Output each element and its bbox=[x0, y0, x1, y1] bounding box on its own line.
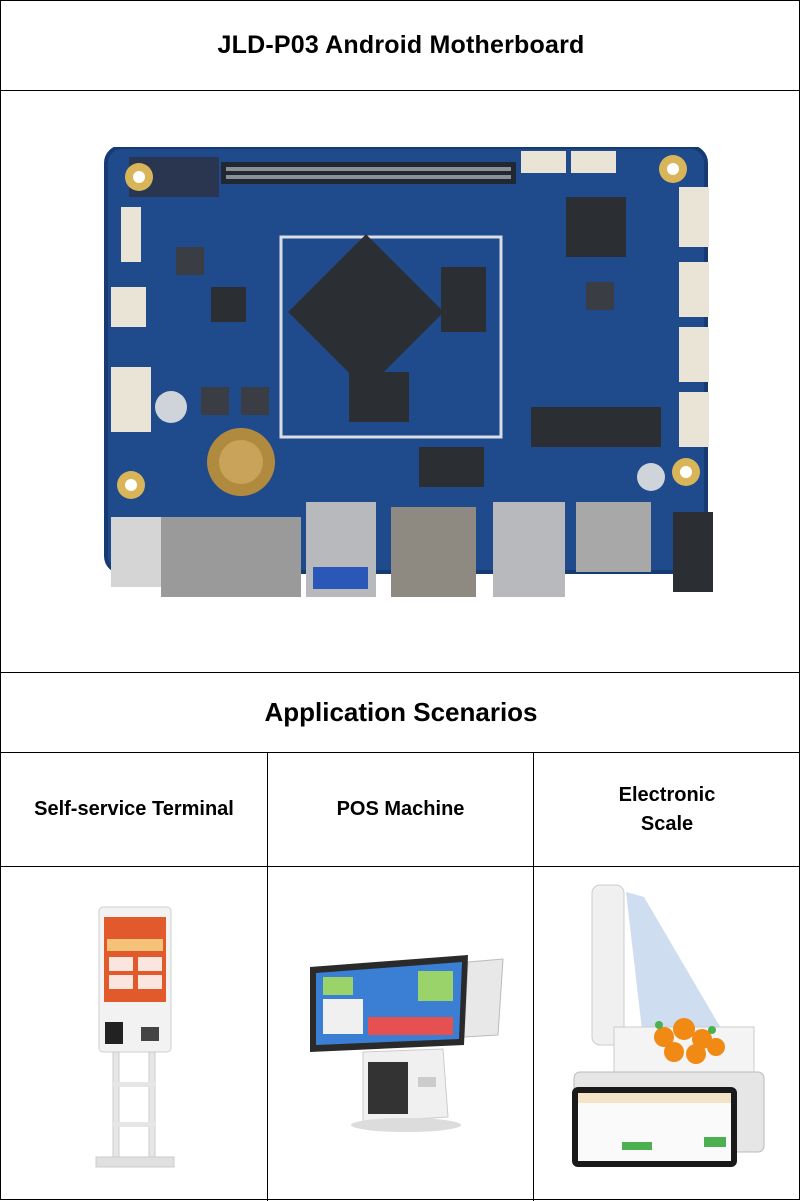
scenario-label-cell: Self-service Terminal bbox=[1, 753, 268, 866]
motherboard-image bbox=[104, 146, 713, 597]
scenario-label-pos-machine: POS Machine bbox=[336, 798, 465, 820]
section-header-row: Application Scenarios bbox=[1, 673, 800, 753]
scenario-labels-row: Self-service Terminal POS Machine Electr… bbox=[1, 753, 800, 867]
header-row: JLD-P03 Android Motherboard bbox=[1, 1, 800, 91]
product-photo-row bbox=[1, 91, 800, 673]
kiosk-image bbox=[95, 906, 175, 1168]
scenario-label-cell: POS Machine bbox=[268, 753, 534, 866]
section-title: Application Scenarios bbox=[264, 697, 538, 727]
scale-image bbox=[572, 884, 765, 1167]
pos-image bbox=[310, 955, 504, 1132]
scenario-image-cell bbox=[534, 867, 800, 1201]
scenario-image-cell bbox=[1, 867, 268, 1201]
page-title: JLD-P03 Android Motherboard bbox=[217, 31, 585, 59]
scenario-label-self-service-terminal: Self-service Terminal bbox=[34, 798, 234, 820]
scenario-label-electronic-scale: Electronic Scale bbox=[618, 783, 716, 835]
scenario-images-row bbox=[1, 867, 800, 1201]
scenario-image-cell bbox=[268, 867, 534, 1201]
scenario-label-cell: Electronic Scale bbox=[534, 753, 800, 866]
